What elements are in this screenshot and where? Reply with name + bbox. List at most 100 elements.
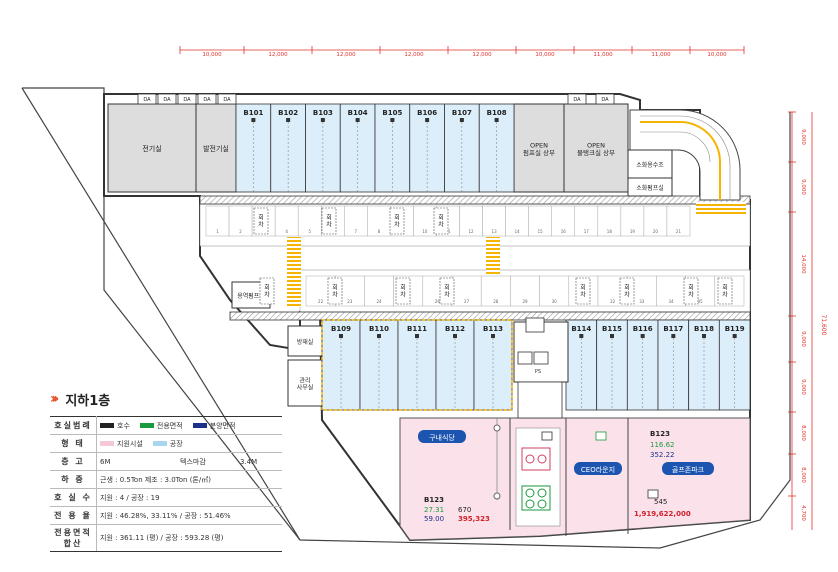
unit-b123-small[interactable]: B123 27.31 59.00 670 395,323 (424, 496, 490, 523)
svg-text:DA: DA (163, 97, 171, 103)
unit-b108[interactable]: B108 (478, 103, 515, 193)
parking-slot: 29 (510, 275, 540, 307)
unit-group-border (321, 319, 513, 411)
unit-label: B102 (278, 109, 298, 117)
legend-header: ››› 지하1층 (50, 388, 282, 410)
elevator-icon (517, 351, 533, 365)
dim-label-top: 10,000 (707, 52, 727, 58)
crosswalk-left (287, 237, 301, 307)
fire-pump-room[interactable]: 소화펌프실 (627, 177, 673, 197)
unit-b111[interactable]: B111 (397, 319, 437, 411)
unit-b103[interactable]: B103 (305, 103, 341, 193)
cafeteria-label: 구내식당 (429, 433, 455, 442)
unit-b116[interactable]: B116 (626, 319, 659, 411)
legend-swatch (100, 441, 114, 446)
info-row-value: 근생 : 0.5Ton 제조 : 3.0Ton (톤/㎡) (96, 470, 282, 489)
svg-text:17: 17 (584, 229, 590, 234)
svg-text:32: 32 (610, 299, 616, 304)
svg-text:회차: 회차 (624, 284, 630, 299)
parking-slot: 30 (539, 275, 570, 307)
svg-text:12: 12 (469, 229, 475, 234)
svg-text:회차: 회차 (438, 214, 444, 229)
parking-slot: 10 (413, 205, 437, 237)
svg-text:23: 23 (347, 299, 353, 304)
unit-b102[interactable]: B102 (270, 103, 306, 193)
golf-room[interactable]: 골프존파크 (662, 462, 714, 475)
svg-text:8: 8 (378, 229, 381, 234)
dim-label-right: 4,700 (800, 505, 806, 521)
unit-label: B103 (313, 109, 333, 117)
parking-slot: 28 (480, 275, 511, 307)
svg-text:1,919,622,000: 1,919,622,000 (634, 510, 691, 518)
electrical-room[interactable]: 전기실 (107, 103, 197, 193)
unit-b112[interactable]: B112 (435, 319, 475, 411)
unit-b119[interactable]: B119 (718, 319, 751, 411)
stair-icon-2 (647, 489, 659, 499)
svg-text:회차: 회차 (326, 214, 332, 229)
parking-slot: 1 (205, 205, 230, 237)
legend-swatch (152, 441, 167, 446)
svg-text:DA: DA (183, 97, 191, 103)
unit-b109[interactable]: B109 (321, 319, 361, 411)
info-row-value: 지원 : 361.11 (평) / 공장 : 593.28 (평) (96, 524, 282, 552)
unit-b115[interactable]: B115 (596, 319, 628, 411)
unit-label: B106 (417, 109, 437, 117)
cafeteria-room[interactable]: 구내식당 (418, 430, 466, 443)
unit-b106[interactable]: B106 (409, 103, 445, 193)
generator-room[interactable]: 발전기실 (195, 103, 237, 193)
dim-total-right: 71,600 (820, 315, 827, 336)
info-row-label: 층 고 (50, 452, 97, 471)
unit-b105[interactable]: B105 (374, 103, 411, 193)
svg-text:B123: B123 (650, 430, 670, 438)
unit-label: B101 (243, 109, 263, 117)
unit-label: B111 (407, 325, 427, 333)
info-row-label: 호 실 수 (50, 488, 97, 507)
disaster-control-room[interactable]: 방재실 (287, 325, 323, 357)
info-row-label: 호실범례 (50, 416, 97, 435)
dim-label-right: 9,000 (800, 331, 806, 347)
unit-b113[interactable]: B113 (473, 319, 513, 411)
unit-b118[interactable]: B118 (688, 319, 720, 411)
corridor-upper (199, 195, 751, 205)
svg-text:59.00: 59.00 (424, 515, 444, 523)
unit-b107[interactable]: B107 (444, 103, 480, 193)
svg-text:13: 13 (492, 229, 498, 234)
svg-text:20: 20 (653, 229, 659, 234)
svg-text:24: 24 (376, 299, 382, 304)
parking-slot: 34 (656, 275, 686, 307)
parking-slot: 20 (643, 205, 668, 237)
da-tag: DA (217, 93, 237, 105)
support-zone (399, 417, 751, 541)
unit-b104[interactable]: B104 (339, 103, 376, 193)
unit-b114[interactable]: B114 (565, 319, 598, 411)
svg-text:DA: DA (143, 97, 151, 103)
dim-label-top: 10,000 (535, 52, 555, 58)
booster-pump-room-label: 용역펌프실 (237, 292, 265, 300)
unit-b101[interactable]: B101 (235, 103, 272, 193)
ceo-lounge-room[interactable]: CEO라운지 (574, 462, 622, 475)
unit-b117[interactable]: B117 (657, 319, 690, 411)
parking-slot: 19 (620, 205, 645, 237)
corridor-lower (229, 311, 751, 321)
unit-b123-large[interactable]: B123 116.62 352.22 545 1,919,622,000 (634, 430, 691, 518)
fire-water-tank[interactable]: 소화용수조 (627, 149, 673, 179)
parking-slot: 14 (505, 205, 529, 237)
svg-text:28: 28 (493, 299, 499, 304)
unit-b110[interactable]: B110 (359, 319, 399, 411)
svg-text:DA: DA (573, 97, 581, 103)
svg-text:회차: 회차 (444, 284, 450, 299)
